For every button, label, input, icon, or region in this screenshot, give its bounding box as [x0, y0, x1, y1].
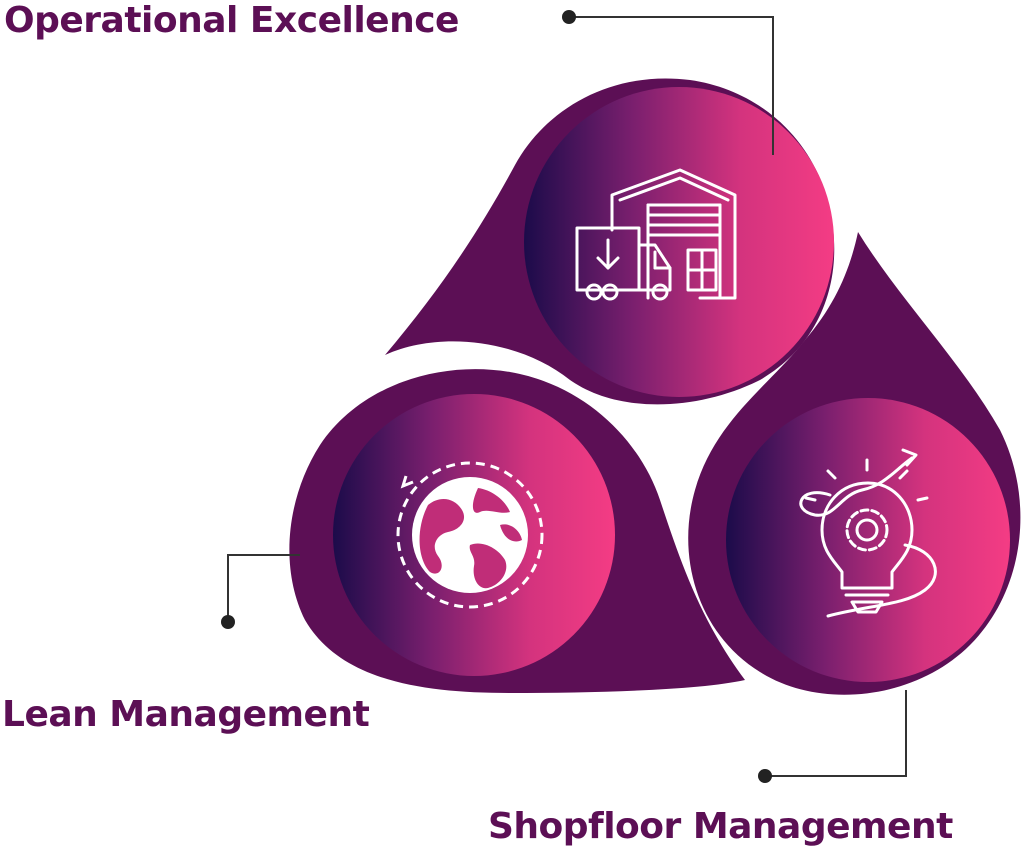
connector-right: [765, 690, 907, 777]
globe-icon: [396, 461, 544, 609]
lightbulb-gear-icon: [799, 448, 937, 618]
connector-top: [569, 16, 774, 155]
label-shopfloor-management: Shopfloor Management: [488, 806, 953, 847]
connector-dot-left: [221, 615, 235, 629]
label-lean-management: Lean Management: [2, 694, 370, 735]
connector-left: [227, 554, 300, 622]
drop-top: [385, 78, 835, 405]
warehouse-truck-icon: [575, 168, 737, 301]
connector-dot-right: [758, 769, 772, 783]
connector-dot-top: [562, 10, 576, 24]
disc-top: [524, 87, 834, 397]
label-operational-excellence: Operational Excellence: [4, 0, 459, 41]
